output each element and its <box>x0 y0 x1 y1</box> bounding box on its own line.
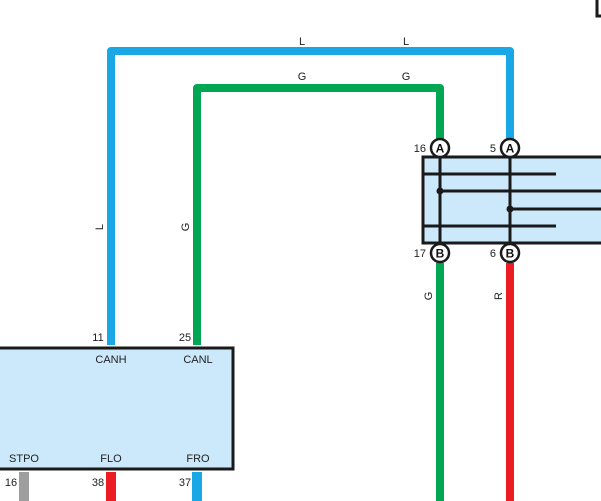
wire-stub-flo <box>106 472 116 501</box>
wire-color-label: L <box>94 224 106 230</box>
pin-number-16: 16 <box>414 143 426 155</box>
terminal-label-fro: FRO <box>186 453 210 465</box>
connector-pin-b17: B <box>429 242 451 264</box>
wire-color-label: L <box>299 36 305 48</box>
svg-text:B: B <box>506 247 515 261</box>
pin-number-37: 37 <box>179 477 191 489</box>
pin-number-25: 25 <box>179 332 191 344</box>
wire-color-label: G <box>180 223 192 232</box>
junction-internal-lines <box>423 157 601 243</box>
terminal-label-canl: CANL <box>183 354 212 366</box>
pin-number-5: 5 <box>490 143 496 155</box>
wire-color-label: L <box>403 36 409 48</box>
pin-number-6: 6 <box>490 248 496 260</box>
connector-pin-a5: A <box>499 137 521 159</box>
wire-canl-green <box>193 84 444 345</box>
pin-number-17: 17 <box>414 248 426 260</box>
connector-pin-a16: A <box>429 137 451 159</box>
junction-connector-box <box>421 155 601 245</box>
wire-stub-stpo <box>19 472 29 501</box>
connector-pin-b6: B <box>499 242 521 264</box>
wire-stub-fro <box>192 472 202 501</box>
wire-color-label: G <box>402 71 411 83</box>
splice-dot <box>506 205 514 213</box>
ecu-box <box>0 346 235 471</box>
wire-color-label: R <box>493 292 505 300</box>
pin-number-11: 11 <box>92 332 103 344</box>
pin-number-16-stpo: 16 <box>5 477 17 489</box>
svg-text:A: A <box>436 142 445 156</box>
wire-canh-blue <box>107 47 514 345</box>
pin-number-38: 38 <box>92 477 104 489</box>
wire-color-label: G <box>423 292 435 301</box>
offpage-frame-corner <box>595 0 601 18</box>
terminal-label-stpo: STPO <box>9 453 39 465</box>
terminal-label-flo: FLO <box>100 453 122 465</box>
splice-dot <box>436 187 444 195</box>
svg-text:B: B <box>436 247 445 261</box>
svg-text:A: A <box>506 142 515 156</box>
wire-color-label: G <box>298 71 307 83</box>
terminal-label-canh: CANH <box>95 354 126 366</box>
